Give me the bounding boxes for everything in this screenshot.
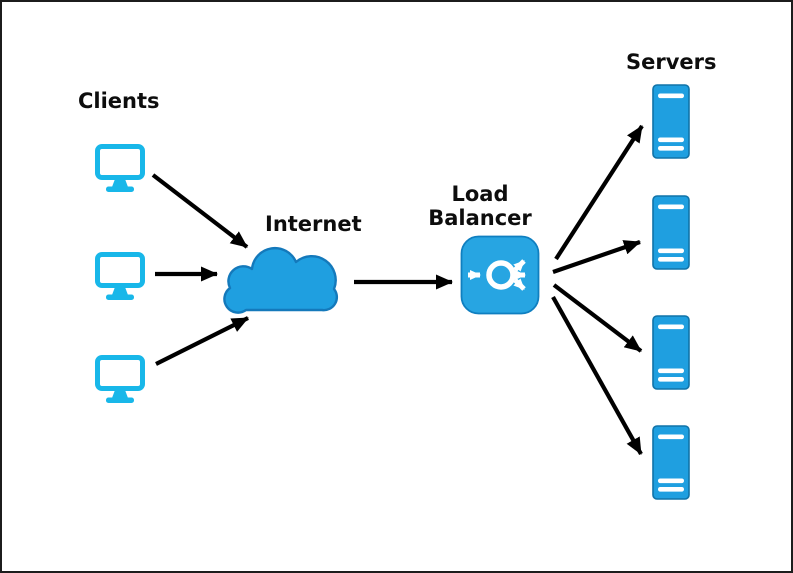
arrow-loadbalancer-server1 (554, 124, 644, 261)
monitor-icon (98, 358, 143, 404)
arrow-loadbalancer-server3 (552, 283, 643, 353)
connection-arrows (151, 124, 644, 456)
server-icon (652, 195, 690, 270)
monitor-icon (98, 147, 143, 193)
arrow-client3-internet (155, 316, 249, 366)
load-balancer-label: Load Balancer (428, 182, 532, 230)
arrow-loadbalancer-server4 (551, 295, 643, 456)
monitor-icon (98, 255, 143, 301)
arrow-client1-internet (151, 173, 249, 249)
cloud-icon (223, 246, 339, 314)
server-icon (652, 425, 690, 500)
clients-label: Clients (78, 89, 160, 113)
internet-label: Internet (265, 212, 362, 236)
server-icon (652, 315, 690, 390)
servers-label: Servers (626, 50, 717, 74)
server-icon (652, 84, 690, 159)
load-balancer-icon (460, 235, 540, 315)
arrow-loadbalancer-server2 (552, 240, 641, 274)
